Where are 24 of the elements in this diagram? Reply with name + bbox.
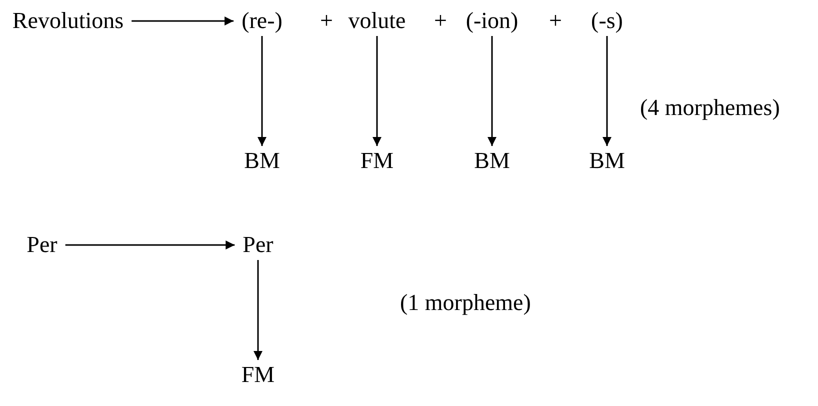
- arrow: [488, 36, 496, 146]
- morpheme-type-text: FM: [360, 148, 394, 174]
- morpheme-type-text: BM: [244, 148, 280, 174]
- plus-sign: +: [549, 8, 562, 34]
- arrow: [372, 36, 382, 146]
- plus-sign: +: [434, 8, 447, 34]
- word-text: Per: [26, 232, 58, 258]
- arrow: [65, 240, 235, 250]
- morpheme-type-text: BM: [589, 148, 625, 174]
- morpheme-text: (-s): [591, 8, 623, 34]
- word-text: Revolutions: [12, 8, 124, 34]
- morpheme-text: volute: [348, 8, 406, 34]
- morpheme-text: Per: [242, 232, 274, 258]
- morpheme-count-note: (4 morphemes): [640, 95, 780, 121]
- morpheme-count-note: (1 morpheme): [400, 290, 531, 316]
- arrow: [602, 36, 612, 146]
- plus-sign: +: [320, 8, 333, 34]
- arrow: [132, 16, 234, 26]
- morpheme-type-text: FM: [241, 362, 275, 388]
- arrow: [254, 260, 262, 360]
- morpheme-type-text: BM: [474, 148, 510, 174]
- arrow: [258, 36, 266, 146]
- morpheme-text: (re-): [242, 8, 282, 34]
- morpheme-text: (-ion): [466, 8, 518, 34]
